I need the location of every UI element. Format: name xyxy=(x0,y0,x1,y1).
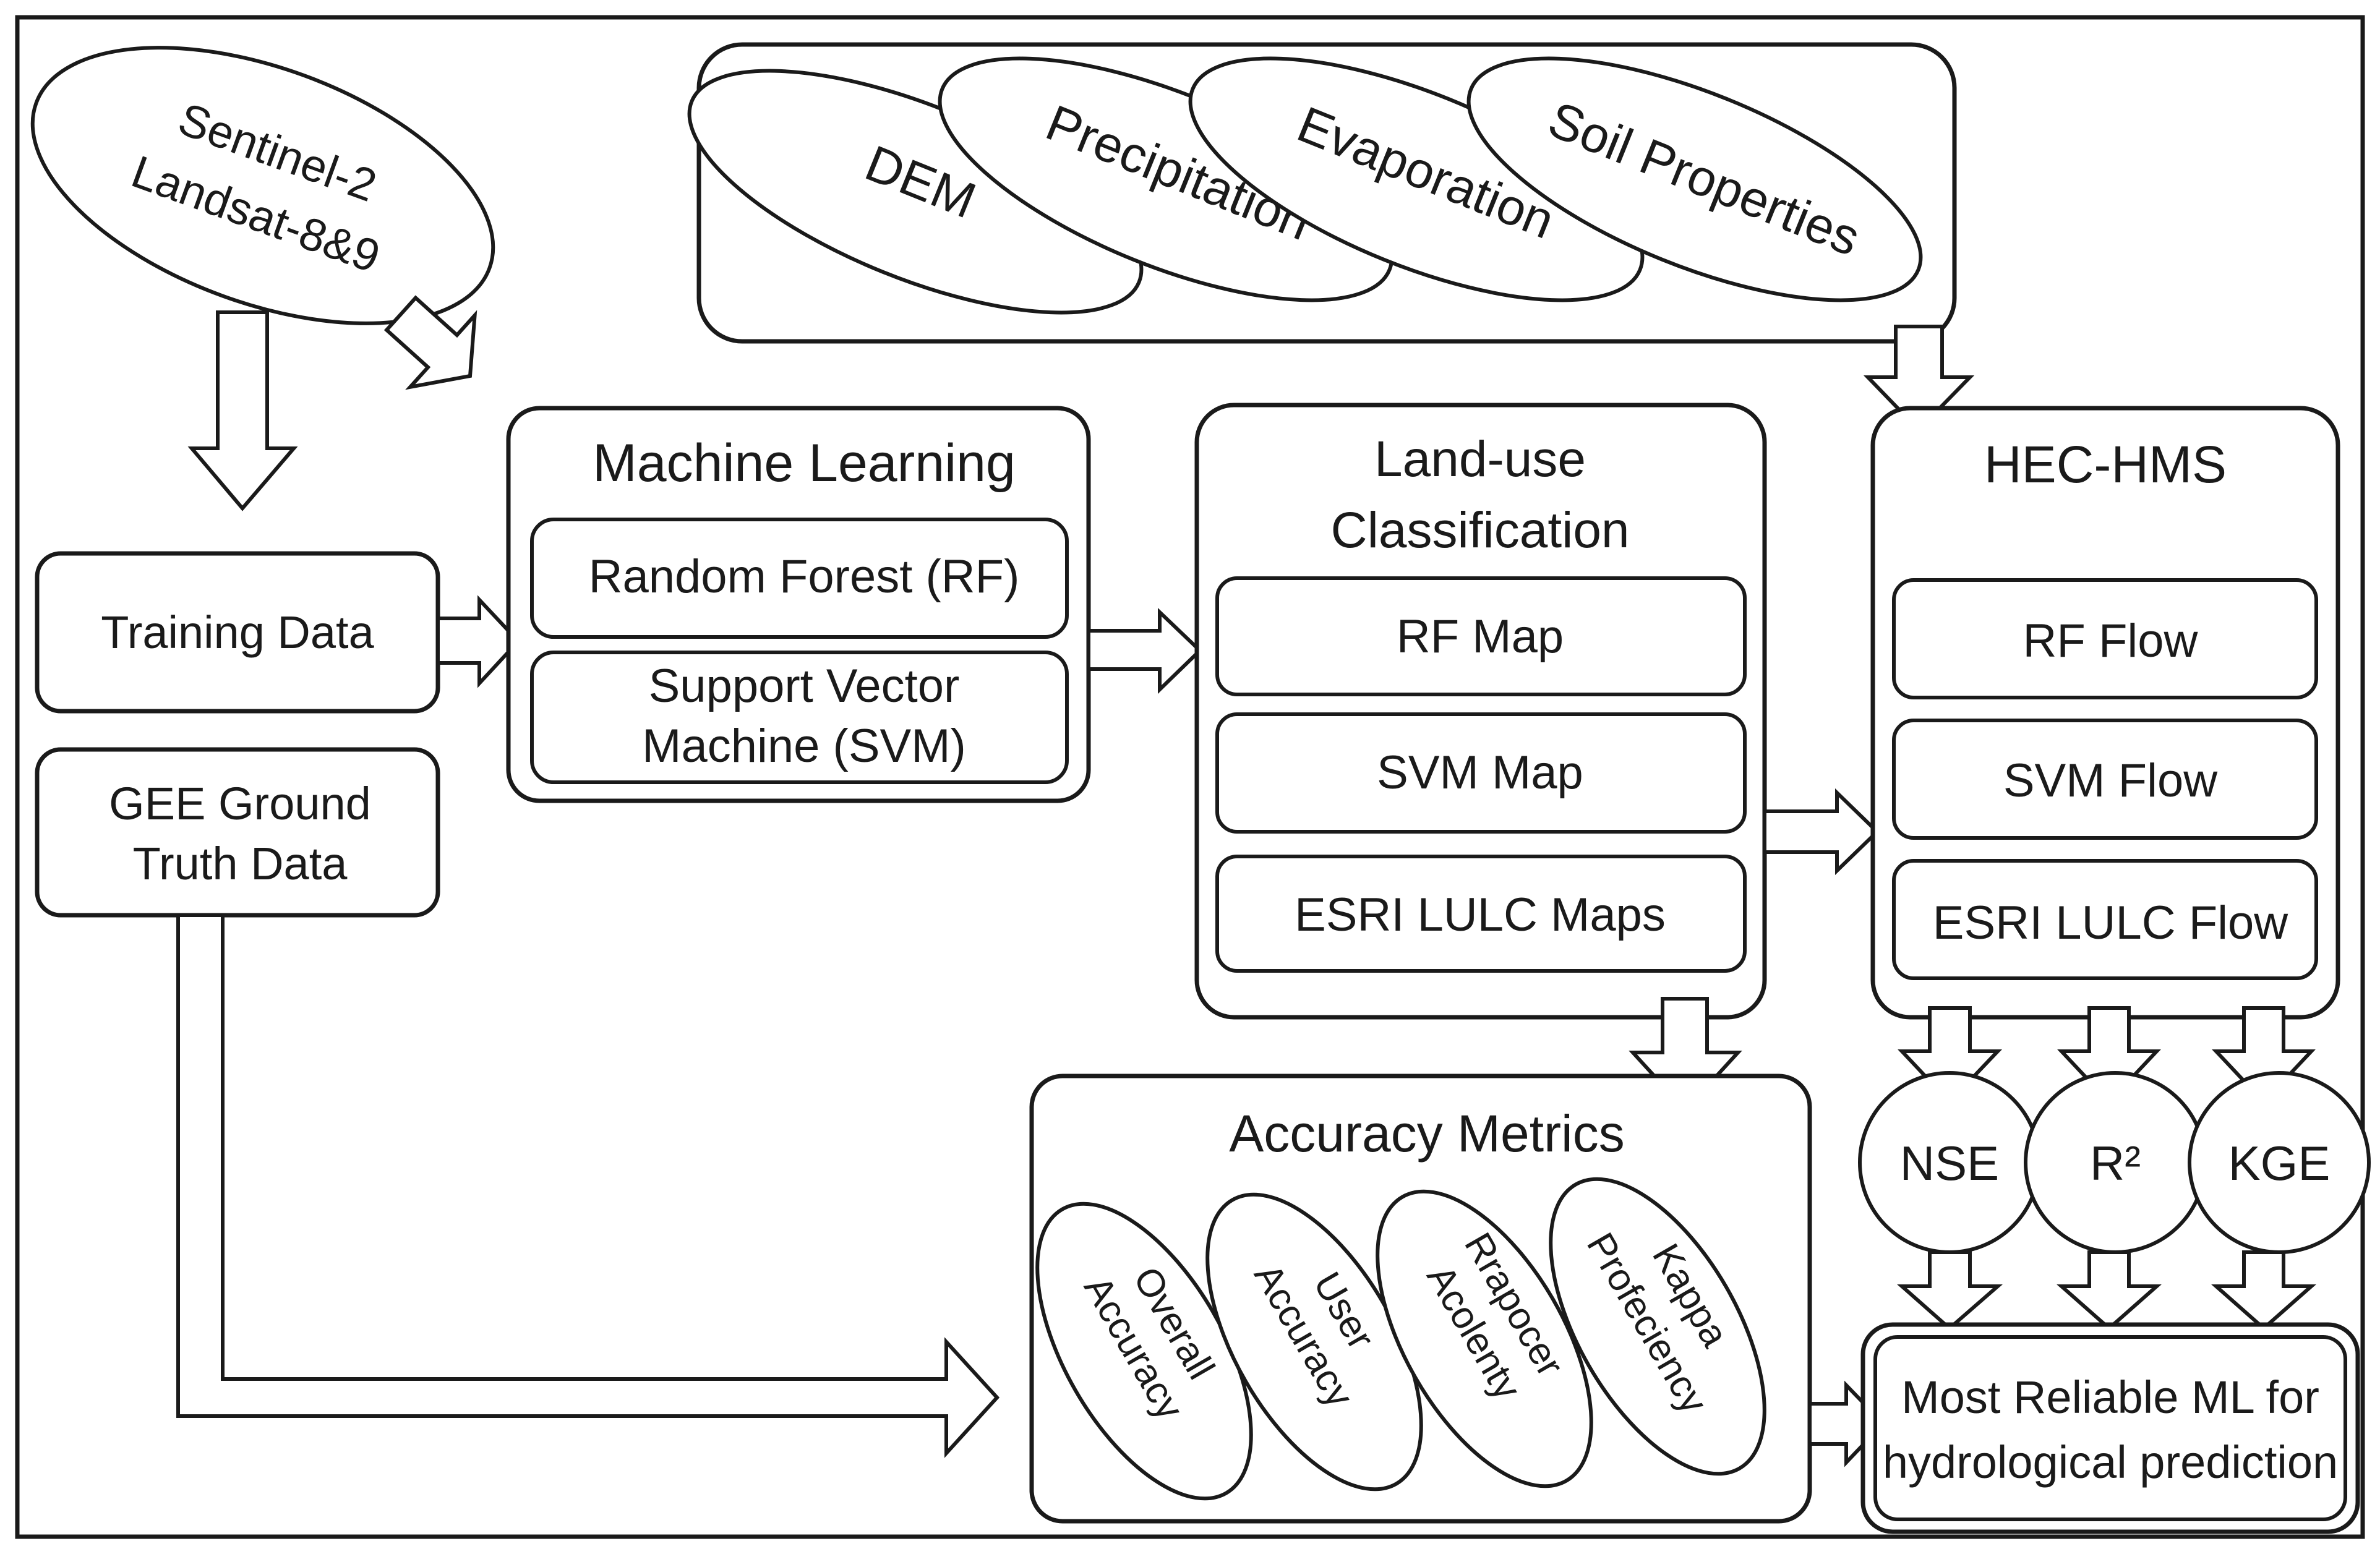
metric-kge: KGE xyxy=(2228,1136,2331,1190)
result-line2: hydrological prediction xyxy=(1883,1437,2338,1488)
ml-group: Machine Learning Random Forest (RF) Supp… xyxy=(506,406,1091,803)
arrow-landuse-to-hec xyxy=(1763,788,1880,876)
metric-r2: R² xyxy=(2090,1136,2141,1190)
arrow-training-to-ml xyxy=(436,595,521,688)
arrow-ml-to-landuse xyxy=(1087,607,1203,694)
arrow-inputs-to-hec xyxy=(1863,325,1975,433)
satellite-source: Sentinel-2 Landsat-8&9 xyxy=(30,46,495,325)
landuse-title-line1: Land-use xyxy=(1374,431,1586,487)
landuse-rf-map-box xyxy=(1215,576,1747,696)
hec-rf-flow-box xyxy=(1892,578,2318,699)
ml-title: Machine Learning xyxy=(593,433,1016,493)
result-group: Most Reliable ML for hydrological predic… xyxy=(1860,1322,2360,1534)
landuse-svm-map: SVM Map xyxy=(1377,746,1583,799)
landuse-rf-map: RF Map xyxy=(1397,610,1564,663)
hec-esri-flow: ESRI LULC Flow xyxy=(1933,897,2288,949)
hec-group: HEC-HMS RF Flow SVM Flow ESRI LULC Flow xyxy=(1870,406,2340,1020)
accuracy-title: Accuracy Metrics xyxy=(1229,1104,1624,1163)
hec-svm-flow: SVM Flow xyxy=(2003,754,2218,807)
inputs-group: DEM Precipitation Evaporation Soil Prope… xyxy=(687,42,1957,344)
arrow-nse-to-result xyxy=(1897,1250,2003,1331)
accuracy-overall-ellipse xyxy=(1035,1202,1253,1501)
arrow-satellite-to-ml xyxy=(383,295,477,390)
accuracy-group: Accuracy Metrics Overall Accuracy User A… xyxy=(1029,1074,1812,1524)
arrow-kge-to-result xyxy=(2211,1250,2316,1331)
training-data-label: Training Data xyxy=(101,607,374,658)
hec-rf-flow: RF Flow xyxy=(2023,615,2199,667)
result-line1: Most Reliable ML for xyxy=(1901,1372,2319,1423)
arrow-r2-to-result xyxy=(2057,1250,2162,1331)
hec-title: HEC-HMS xyxy=(1984,435,2227,493)
ml-svm-line1: Support Vector xyxy=(649,660,960,712)
hec-esri-flow-box xyxy=(1892,859,2318,980)
accuracy-producer-ellipse xyxy=(1376,1189,1593,1488)
landuse-group: Land-use Classification RF Map SVM Map E… xyxy=(1194,403,1767,1020)
landuse-esri-maps-box xyxy=(1215,855,1747,973)
landuse-esri-maps: ESRI LULC Maps xyxy=(1295,889,1666,941)
gee-ground-truth-box xyxy=(35,747,440,918)
ml-svm-line2: Machine (SVM) xyxy=(642,720,966,772)
result-inner-border xyxy=(1873,1335,2347,1521)
metric-nse: NSE xyxy=(1900,1136,1999,1190)
ml-rf-label: Random Forest (RF) xyxy=(589,550,1020,603)
ml-svm-box xyxy=(530,651,1069,784)
accuracy-kappa-ellipse xyxy=(1549,1177,1766,1476)
input-evaporation-ellipse xyxy=(1188,56,1645,302)
landuse-title-line2: Classification xyxy=(1330,502,1629,558)
landuse-svm-map-box xyxy=(1215,712,1747,834)
gee-line2: Truth Data xyxy=(133,838,348,889)
input-soil-ellipse xyxy=(1466,56,1923,302)
hec-svm-flow-box xyxy=(1892,719,2318,840)
gee-line1: GEE Ground xyxy=(109,778,371,829)
ml-rf-box xyxy=(530,518,1069,639)
arrow-satellite-to-training xyxy=(187,310,298,511)
arrow-gee-to-accuracy xyxy=(176,913,1000,1458)
